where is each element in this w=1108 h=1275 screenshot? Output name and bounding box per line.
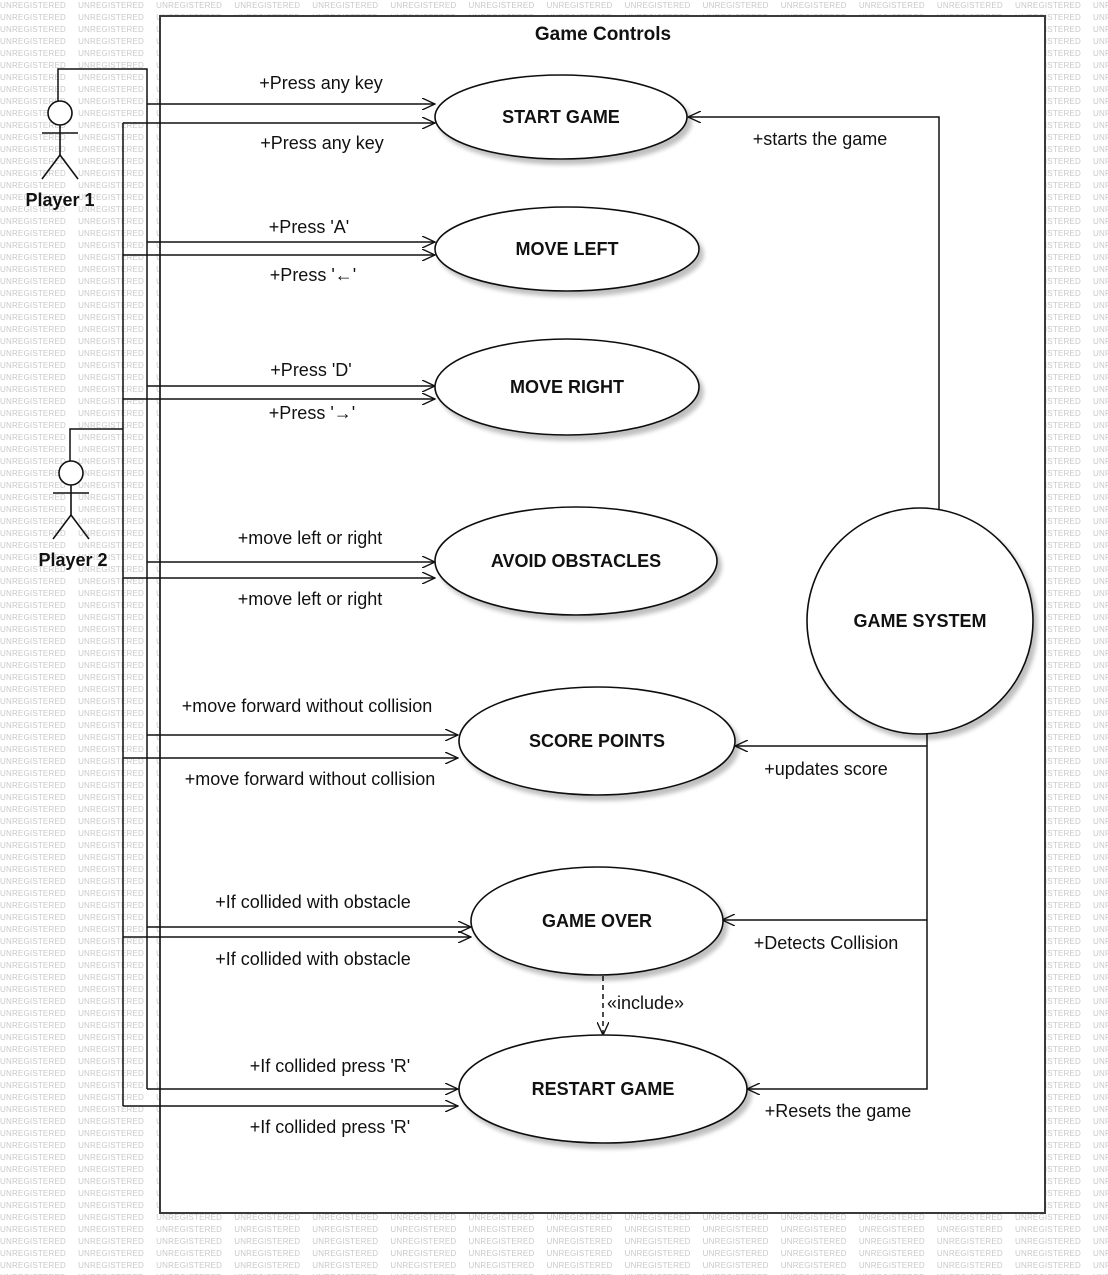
player-2-connectors xyxy=(69,123,471,1106)
use-case-game-over-label: GAME OVER xyxy=(542,911,652,931)
use-case-avoid-obstacles-label: AVOID OBSTACLES xyxy=(491,551,661,571)
player-1-label: Player 1 xyxy=(25,190,94,210)
edge-label-sys-gameover: +Detects Collision xyxy=(754,933,899,953)
use-case-move-left-label: MOVE LEFT xyxy=(516,239,619,259)
watermark-row: UNREGISTERED UNREGISTERED UNREGISTERED U… xyxy=(0,1237,1108,1246)
include-label: «include» xyxy=(607,993,684,1013)
edge-label-p1-restart: +If collided press 'R' xyxy=(250,1056,410,1076)
edge-label-p2-start: +Press any key xyxy=(260,133,384,153)
use-case-score-points[interactable]: SCORE POINTS xyxy=(458,686,736,796)
watermark-row: UNREGISTERED UNREGISTERED UNREGISTERED U… xyxy=(0,1272,1108,1275)
edge-label-p1-gameover: +If collided with obstacle xyxy=(215,892,411,912)
watermark-row: UNREGISTERED UNREGISTERED UNREGISTERED U… xyxy=(0,1249,1108,1258)
watermark-row: UNREGISTERED UNREGISTERED UNREGISTERED U… xyxy=(0,1,1108,10)
edge-label-p1-score: +move forward without collision xyxy=(182,696,433,716)
edge-label-sys-restart: +Resets the game xyxy=(765,1101,912,1121)
player-2-label: Player 2 xyxy=(38,550,107,570)
game-system-label: GAME SYSTEM xyxy=(853,611,986,631)
edge-label-p1-left: +Press 'A' xyxy=(269,217,349,237)
use-case-move-left[interactable]: MOVE LEFT xyxy=(434,206,700,292)
watermark-row: UNREGISTERED UNREGISTERED UNREGISTERED U… xyxy=(0,1225,1108,1234)
edge-label-sys-score: +updates score xyxy=(764,759,888,779)
use-case-start-game-label: START GAME xyxy=(502,107,620,127)
edge-label-p2-right: +Press '→' xyxy=(269,403,355,423)
use-case-score-points-label: SCORE POINTS xyxy=(529,731,665,751)
edge-label-sys-start: +starts the game xyxy=(753,129,888,149)
game-system-actor[interactable]: GAME SYSTEM xyxy=(806,507,1034,735)
edge-label-p1-avoid: +move left or right xyxy=(238,528,383,548)
edge-label-p1-start: +Press any key xyxy=(259,73,383,93)
edge-label-p2-score: +move forward without collision xyxy=(185,769,436,789)
use-case-start-game[interactable]: START GAME xyxy=(434,74,688,160)
edge-label-p2-gameover: +If collided with obstacle xyxy=(215,949,411,969)
use-case-restart-game[interactable]: RESTART GAME xyxy=(458,1034,748,1144)
system-connectors xyxy=(688,117,940,1089)
player-1-actor[interactable] xyxy=(41,100,79,180)
edge-label-p2-left: +Press '←' xyxy=(270,265,356,285)
watermark-row: UNREGISTERED UNREGISTERED UNREGISTERED U… xyxy=(0,1261,1108,1270)
use-case-restart-game-label: RESTART GAME xyxy=(532,1079,675,1099)
boundary-title: Game Controls xyxy=(535,24,671,45)
player-2-actor[interactable] xyxy=(52,460,90,540)
edge-label-p2-restart: +If collided press 'R' xyxy=(250,1117,410,1137)
player-1-connectors xyxy=(57,68,471,1089)
use-case-game-over[interactable]: GAME OVER xyxy=(470,866,724,976)
edge-label-p2-avoid: +move left or right xyxy=(238,589,383,609)
watermark-row: UNREGISTERED UNREGISTERED UNREGISTERED U… xyxy=(0,1213,1108,1222)
edge-label-p1-right: +Press 'D' xyxy=(270,360,351,380)
use-case-move-right[interactable]: MOVE RIGHT xyxy=(434,338,700,436)
use-case-avoid-obstacles[interactable]: AVOID OBSTACLES xyxy=(434,506,718,616)
use-case-move-right-label: MOVE RIGHT xyxy=(510,377,624,397)
